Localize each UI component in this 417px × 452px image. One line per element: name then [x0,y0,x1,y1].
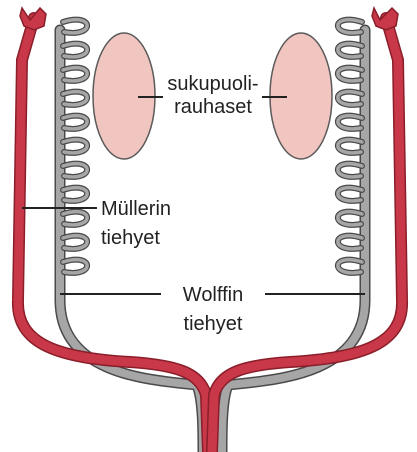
muller-label-line1: Müllerin [101,198,171,220]
gonads-label-line1: sukupuoli- [167,73,258,95]
muller-label-line2: tiehyet [101,227,160,249]
wolff-label-line1: Wolffin [183,284,243,306]
right-mullerian-ostium [372,8,398,30]
gonads-label-line2: rauhaset [174,96,252,118]
mesonephric-tubules-left [63,20,87,273]
wolff-label-line2: tiehyet [184,313,243,335]
left-mullerian-ostium [20,8,46,30]
mesonephric-tubules-right [338,20,362,273]
